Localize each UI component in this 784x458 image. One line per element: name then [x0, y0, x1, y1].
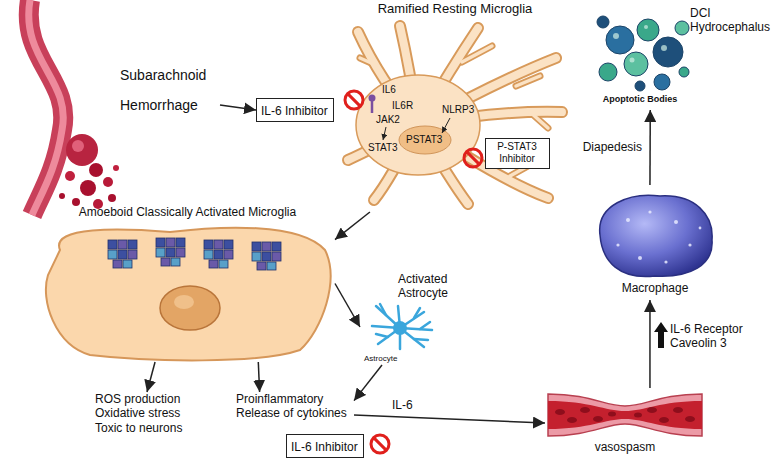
arrow-connector: [354, 415, 545, 423]
node-text: Subarachnoid Hemorrhage: [120, 60, 220, 120]
node-text: Amoeboid Classically Activated Microglia: [40, 205, 335, 219]
vessel: vasospasm: [545, 388, 705, 458]
node-text: Activated Astrocyte: [398, 272, 470, 301]
arrow-connector: [258, 362, 259, 392]
arrow-connector: [649, 300, 651, 388]
arrow-connector: [354, 365, 382, 401]
edge-label: IL-6: [392, 398, 432, 412]
source-label: Subarachnoid Hemorrhage: [120, 60, 220, 120]
molecule-label: NLRP3: [442, 104, 474, 116]
molecule-label: IL6R: [392, 100, 413, 112]
astrocyte-cell: Activated AstrocyteAstrocyte: [360, 270, 470, 365]
node-text: IL-6 Inhibitor: [261, 104, 328, 118]
molecule-label: IL6: [382, 84, 396, 96]
node-text: Ramified Resting Microglia: [340, 1, 570, 17]
effect-text: Proinflammatory Release of cytokines: [236, 392, 354, 421]
node-text: Macrophage: [585, 281, 725, 295]
node-text: IL-6 Inhibitor: [291, 440, 358, 454]
inhibitor-box: P-STAT3 Inhibitor: [485, 138, 550, 169]
node-text: P-STAT3 Inhibitor: [490, 141, 544, 165]
molecule-label: PSTAT3: [406, 134, 442, 146]
inhibitor-box: IL-6 Inhibitor: [256, 98, 334, 122]
arrow-connector: [335, 284, 360, 328]
macrophage-cell: Macrophage: [585, 185, 725, 300]
arrow-connector: [649, 110, 651, 185]
inhibitor-box: IL-6 Inhibitor: [286, 434, 364, 458]
effect-text: ROS production Oxidative stress Toxic to…: [95, 392, 199, 435]
edge-label: Diapedesis: [572, 140, 642, 154]
node-text: DCI Hydrocephalus: [690, 6, 776, 35]
arrow-connector: [335, 212, 370, 240]
node-subtext: Astrocyte: [364, 354, 424, 364]
microglia-cell: Amoeboid Classically Activated Microglia: [40, 205, 335, 362]
node-text: Proinflammatory Release of cytokines: [236, 392, 354, 421]
node-text: ROS production Oxidative stress Toxic to…: [95, 392, 199, 435]
node-text: vasospasm: [545, 440, 705, 454]
outcome-group: DCI HydrocephalusApoptotic Bodies: [590, 4, 776, 110]
node-subtext: Apoptotic Bodies: [590, 94, 690, 105]
arrow-connector: [220, 105, 256, 110]
molecule-label: JAK2: [376, 114, 400, 126]
molecule-label: STAT3: [368, 142, 398, 154]
edge-label: IL-6 Receptor Caveolin 3: [670, 322, 756, 351]
arrow-connector: [147, 362, 155, 392]
